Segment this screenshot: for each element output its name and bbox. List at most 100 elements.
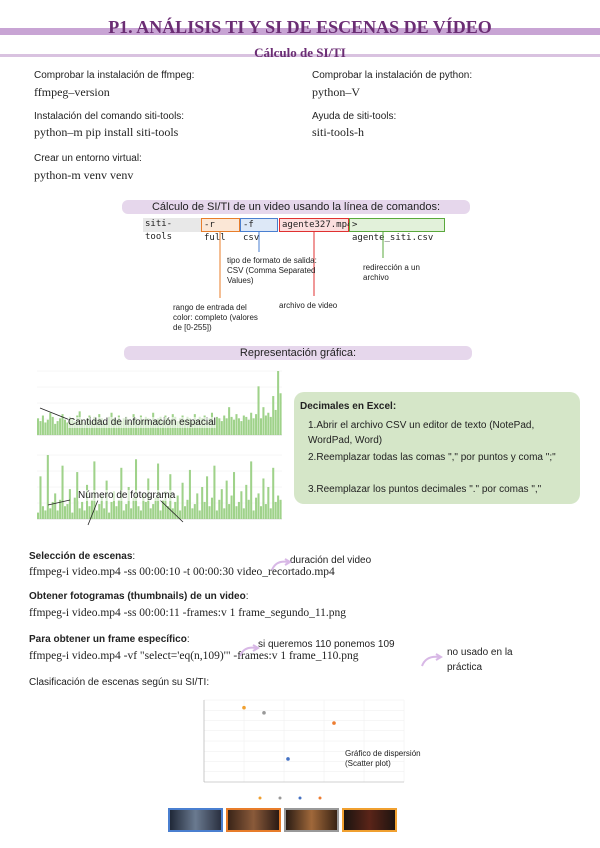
bar [245,484,248,519]
legend-swatch [298,796,302,800]
duration-note: duración del video [290,555,372,566]
bar [130,422,133,435]
bar [215,416,218,435]
bar [83,510,86,519]
bar [73,421,76,435]
bar [90,421,93,435]
bar [171,508,174,519]
bar [37,512,40,519]
page-title: P1. ANÁLISIS TI Y SI DE ESCENAS DE VÍDEO [108,17,492,37]
bar [252,418,255,435]
bar [242,415,245,435]
bar [206,476,209,519]
bar [198,510,201,519]
bar [255,414,258,435]
bar [105,421,108,435]
classification-label: Clasificación de escenas según su SI/TI: [29,677,210,688]
bar [230,416,233,435]
bar [66,422,69,435]
token-file: agente327.mp4 [279,218,352,232]
bar [208,506,211,519]
note-format: tipo de formato de salida: CSV (Comma Se… [227,256,317,285]
bar [66,504,69,519]
bar [54,423,57,435]
bar [191,508,194,519]
bar [228,407,231,435]
bar [46,419,49,435]
bar [267,487,270,519]
bar [90,499,93,519]
bar [130,508,133,519]
scene-selection-cmd: ffmpeg-i video.mp4 -ss 00:00:10 -t 00:00… [29,566,335,578]
bar [218,418,221,435]
bar [264,504,267,519]
bar [240,421,243,435]
thumbnail-label-text: Obtener fotogramas (thumbnails) de un vi… [29,591,246,602]
bar [98,504,101,519]
scatter-note: Gráfico de dispersión (Scatter plot) [345,749,421,768]
bar [186,499,189,519]
bar [166,506,169,519]
bar [122,510,125,519]
thumbnail-cmd: ffmpeg-i video.mp4 -ss 00:00:11 -frames:… [29,607,347,619]
graph-heading: Representación gráfica: [124,346,472,360]
bar [159,510,162,519]
bar [44,422,47,435]
bar [39,421,42,435]
bar [233,472,236,519]
scatter-point [286,757,290,761]
bar [176,421,179,435]
bar [61,414,64,435]
bar [274,409,277,435]
bar [191,421,194,435]
bar [201,487,204,519]
excel-step-1: 1.Abrir el archivo CSV un editor de text… [308,420,535,446]
bar [59,499,62,519]
bar [154,497,157,519]
scene-thumbnail [168,808,223,832]
bar [235,414,238,435]
bar [181,482,184,519]
bar [61,465,64,519]
bar [210,497,213,519]
practice-note: no usado en la práctica [447,647,513,673]
scene-selection-label: Selección de escenas: [29,551,136,562]
bar [137,506,140,519]
python-check-cmd: python–V [312,85,360,99]
excel-tip-box: Decimales en Excel: 1.Abrir el archivo C… [294,392,580,504]
bar [108,512,111,519]
thumbnail-label: Obtener fotogramas (thumbnails) de un vi… [29,591,249,602]
bar [252,510,255,519]
bar [110,501,113,519]
bar [259,418,262,435]
scatter-point [262,711,266,715]
curved-arrow-icon [239,644,260,657]
venv-cmd: python-m venv venv [34,168,134,182]
curved-arrow-icon [271,558,292,571]
bar [272,396,275,435]
legend-swatch [258,796,262,800]
ti-chart-annotation: Número de fotograma [78,490,176,501]
bar [250,461,253,519]
bar [71,512,74,519]
bar [250,412,253,435]
bar [76,472,79,519]
bar [218,499,221,519]
excel-step-1-text: Abrir el archivo CSV un editor de texto … [308,420,535,446]
bar [95,510,98,519]
bar [59,418,62,435]
bar [78,508,81,519]
bar [120,421,123,435]
bar [203,501,206,519]
bar [44,510,47,519]
bar [51,501,54,519]
specific-frame-label-text: Para obtener un frame específico [29,634,187,645]
bar [237,501,240,519]
bar [274,501,277,519]
bar [247,419,250,435]
excel-step-2: 2.Reemplazar todas las comas "," por pun… [308,452,556,463]
bar [233,419,236,435]
bar [255,497,258,519]
